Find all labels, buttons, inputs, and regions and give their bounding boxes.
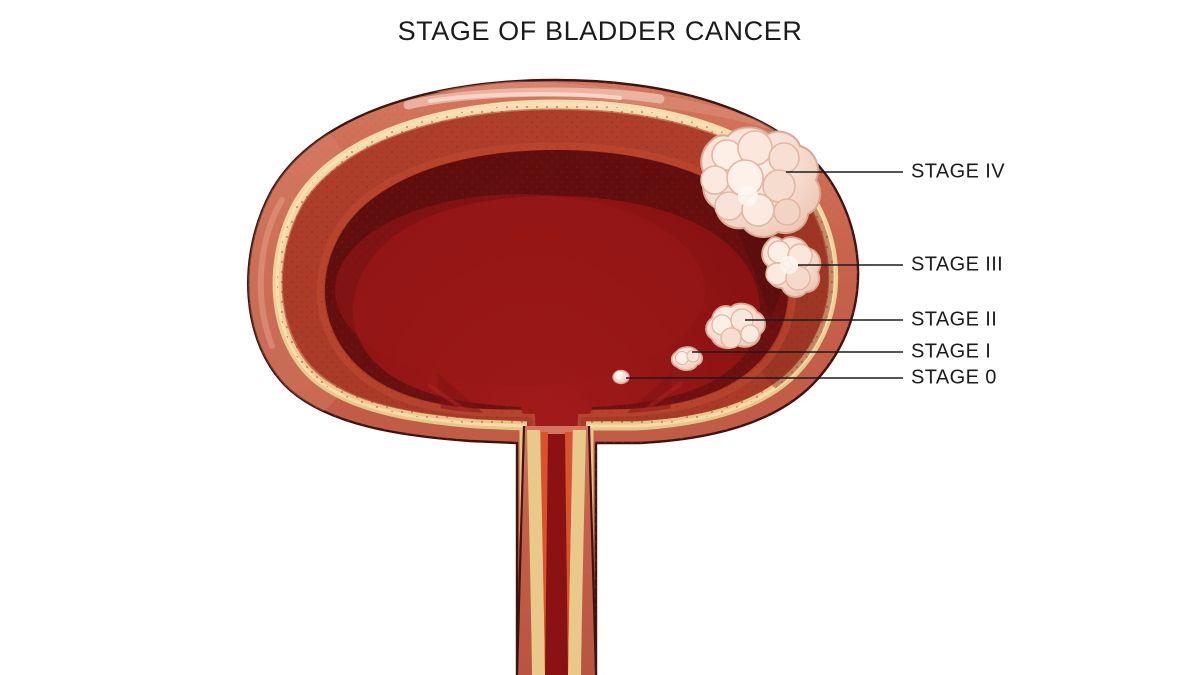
tumor-1-lobe bbox=[674, 350, 690, 366]
label-stage-4: STAGE IV bbox=[911, 160, 1005, 183]
urethra-lumen bbox=[545, 434, 568, 675]
tumor-2-lobe bbox=[720, 327, 742, 349]
tumor-2-lobe bbox=[740, 324, 760, 344]
tumor-4-lobe bbox=[700, 165, 730, 195]
urethra-edge-right bbox=[587, 425, 598, 675]
tumor-stage-3 bbox=[761, 236, 822, 298]
tumor-4-lobe bbox=[768, 142, 800, 174]
leader-lines bbox=[626, 171, 903, 379]
urethra bbox=[515, 425, 598, 675]
page-title: STAGE OF BLADDER CANCER bbox=[397, 16, 803, 46]
urethra-edge-left bbox=[515, 425, 526, 675]
tumor-stage-4 bbox=[700, 126, 822, 238]
serosa-left-edge-highlight bbox=[257, 197, 285, 349]
tumor-stage-2 bbox=[705, 302, 766, 350]
label-stage-3: STAGE III bbox=[911, 253, 1004, 276]
tumor-stage-0 bbox=[612, 369, 630, 385]
lumen-center-highlight bbox=[335, 194, 705, 386]
label-stage-0: STAGE 0 bbox=[911, 366, 997, 389]
urethra-cream-left bbox=[527, 430, 545, 675]
label-stage-1: STAGE I bbox=[911, 340, 992, 363]
label-stage-2: STAGE II bbox=[911, 308, 998, 331]
rim-specular-core bbox=[428, 92, 622, 103]
tumor-3-lobe bbox=[780, 256, 798, 274]
urethra-cream-right bbox=[568, 430, 586, 675]
tumor-0-highlight bbox=[615, 371, 623, 379]
tumor-4-lobe bbox=[738, 186, 758, 206]
tumor-1-lobe bbox=[686, 349, 700, 363]
tumor-4-lobe bbox=[773, 198, 801, 226]
